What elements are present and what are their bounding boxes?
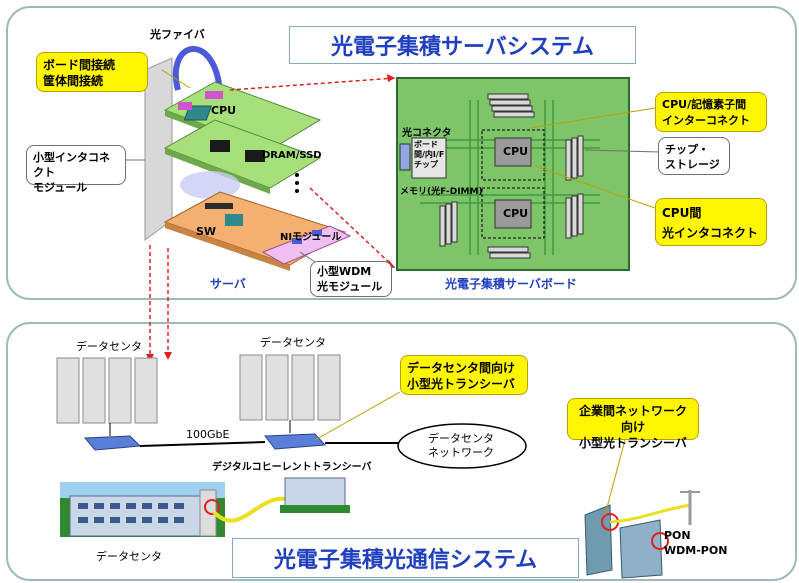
- module-callout-line1: 小型インタコネクト: [33, 151, 110, 179]
- network-label: データセンタ ネットワーク: [428, 432, 494, 460]
- optical-fiber-label: 光ファイバ: [150, 28, 205, 41]
- server-system-title-text: 光電子集積サーバシステム: [330, 35, 595, 60]
- enterprise-callout: 企業間ネットワーク向け 小型光トランシーバ: [567, 398, 699, 450]
- memory-label: メモリ(光F-DIMM): [400, 187, 483, 197]
- datacenter-left-racks: [56, 357, 158, 424]
- link-100gbe-label: 100GbE: [186, 428, 230, 441]
- board-chip-line3: チップ: [414, 160, 438, 169]
- module-callout: 小型インタコネクト モジュール: [26, 145, 126, 194]
- switch-left: [83, 435, 142, 451]
- wdm-callout-line1: 小型WDM: [317, 265, 372, 278]
- pon-label: PON WDM-PON: [664, 528, 727, 558]
- wdm-callout-line2: 光モジュール: [317, 280, 383, 293]
- board-chip-label: ボード 間/内I/F チップ: [414, 140, 444, 170]
- board-chip-line2: 間/内I/F: [414, 150, 445, 159]
- network-ellipse: [397, 423, 527, 469]
- cpu-layer-label: CPU: [211, 104, 237, 117]
- fiber-link: [212, 496, 291, 523]
- server-label: サーバ: [210, 277, 246, 291]
- ni-module: [261, 225, 352, 265]
- cpu-memory-callout: CPU/記憶素子間 インターコネクト: [655, 92, 767, 132]
- cpu-memory-line1: CPU/記憶素子間: [662, 98, 747, 111]
- storage-line1: チップ・: [665, 143, 709, 156]
- sw-layer-label: SW: [196, 225, 217, 238]
- cpu-cpu-line2: 光インタコネクト: [662, 226, 759, 240]
- enterprise-line1: 企業間ネットワーク向け: [578, 404, 687, 434]
- storage-callout: チップ・ ストレージ: [658, 137, 730, 175]
- ni-module-label: NIモジュール: [280, 232, 342, 243]
- enterprise-building-2: [619, 519, 663, 579]
- network-line2: ネットワーク: [428, 446, 494, 459]
- optical-fiber: [173, 46, 223, 93]
- dc-transceiver-line2: 小型光トランシーバ: [407, 377, 515, 391]
- comm-system-title-text: 光電子集積光通信システム: [273, 548, 538, 573]
- optical-connector: [399, 143, 411, 171]
- cpu-top-label: CPU: [503, 145, 529, 158]
- cpu-bottom-label: CPU: [503, 207, 529, 220]
- dram-layer-label: DRAM/SSD: [262, 150, 322, 161]
- cpu-cpu-callout: CPU間 光インタコネクト: [655, 198, 767, 246]
- enterprise-line2: 小型光トランシーバ: [579, 436, 687, 450]
- board-interconnect-line2: 筐体間接続: [43, 74, 104, 88]
- storage-line2: ストレージ: [665, 158, 720, 171]
- board-interconnect-callout: ボード間接続 筐体間接続: [36, 52, 148, 92]
- cpu-cpu-line1: CPU間: [662, 206, 702, 220]
- server-board-label: 光電子集積サーバボード: [445, 277, 577, 291]
- dc-transceiver-line1: データセンタ間向け: [407, 361, 516, 375]
- dc-left-label: データセンタ: [76, 340, 142, 353]
- cpu-bottom-chip: [494, 199, 532, 229]
- switch-mid: [264, 433, 327, 450]
- optical-connector-label: 光コネクタ: [402, 128, 452, 139]
- datacenter-mid-racks: [239, 354, 341, 421]
- dc-transceiver-callout: データセンタ間向け 小型光トランシーバ: [400, 355, 528, 395]
- server-system-title: 光電子集積サーバシステム: [289, 26, 636, 64]
- dc-mid-label: データセンタ: [260, 336, 326, 349]
- module-callout-line2: モジュール: [33, 181, 88, 194]
- pon-line2: WDM-PON: [664, 544, 728, 557]
- wdm-callout: 小型WDM 光モジュール: [310, 261, 392, 297]
- cpu-memory-line2: インターコネクト: [662, 114, 750, 127]
- cpu-top-chip: [494, 137, 532, 167]
- coherent-transceiver-label: デジタルコヒーレントトランシーバ: [212, 462, 372, 473]
- board-interconnect-line1: ボード間接続: [43, 58, 116, 72]
- dc-building: [69, 495, 211, 537]
- enterprise-building-1: [584, 504, 613, 576]
- comm-system-title: 光電子集積光通信システム: [232, 538, 579, 578]
- pon-line1: PON: [664, 529, 691, 542]
- dc-building-label: データセンタ: [96, 550, 162, 563]
- board-chip-line1: ボード: [414, 140, 438, 149]
- network-line1: データセンタ: [428, 432, 494, 445]
